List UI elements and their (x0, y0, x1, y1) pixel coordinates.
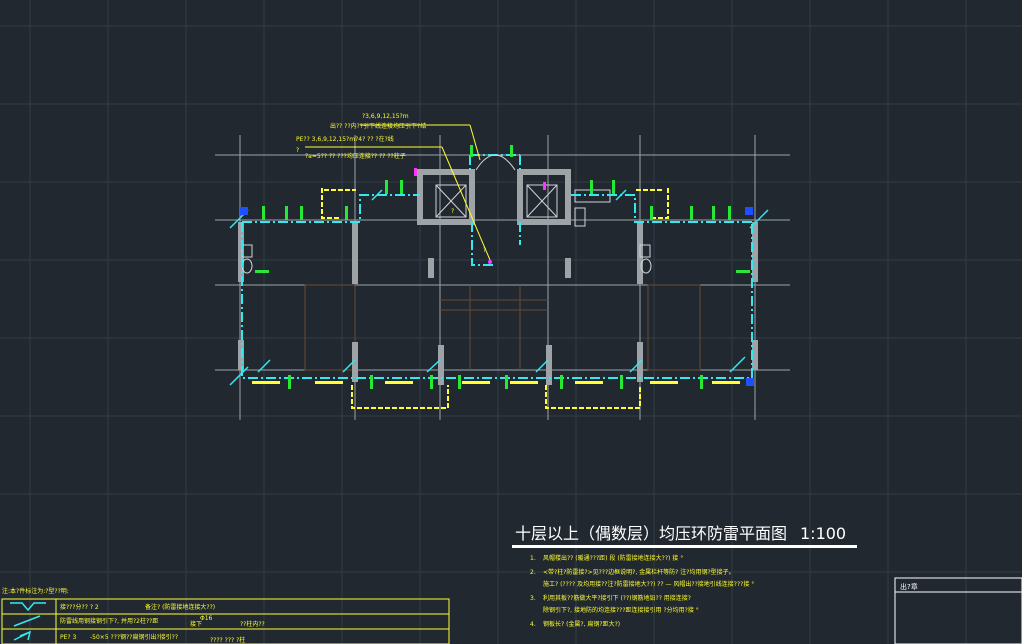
floor-plan[interactable]: ?3,6,9,12,15?m 出?? ??内??引下线连接均压引下?结 PE??… (215, 113, 790, 420)
note-1-num: 1. (530, 555, 536, 562)
note-2-text: <带?柱?防雷接?>见???边框说明?, 金属栏杆等防? 注?均用钢?型接子。 (543, 568, 735, 576)
stair-arch (475, 154, 516, 171)
legend-row-3-note: ???? ??? ?柱 (210, 636, 245, 644)
note-4-num: 4. (530, 621, 536, 628)
leader-notes: ?3,6,9,12,15?m 出?? ??内??引下线连接均压引下?结 PE??… (296, 113, 426, 160)
title-underline (512, 545, 857, 548)
legend-symbol-1 (10, 602, 46, 612)
legend-symbol-2 (13, 615, 41, 627)
drawing-title-block: 十层以上（偶数层）均压环防雷平面图 1:100 (512, 524, 857, 548)
note-3-sub: 除钢引下?, 接地防的均连接???距连接接引用 ?分均用?接 ° (543, 606, 699, 614)
legend-row-1-desc: 接???分?? ? 2 (60, 603, 99, 611)
title-block: 出?章 (894, 577, 1022, 644)
title-block-label: 出?章 (900, 582, 918, 591)
leader-note-4: ? (296, 147, 299, 154)
yellow-balconies (321, 188, 669, 409)
leader-lines (305, 124, 491, 261)
leader-note-1: ?3,6,9,12,15?m (362, 113, 409, 120)
leader-note-3: PE?? 3,6,9,12,15?m?4? ?? ?在?线 (296, 135, 394, 143)
elevator-shafts (435, 184, 558, 218)
legend-symbols (10, 602, 46, 641)
corner-markers (240, 207, 754, 386)
note-2-num: 2. (530, 569, 536, 576)
note-4-text: 钢板长? (金属?, 扁钢?距大?) (543, 620, 620, 628)
bathroom-fixtures (241, 189, 652, 274)
yellow-windows (252, 381, 740, 384)
magenta-marks (414, 168, 546, 264)
note-3-num: 3. (530, 595, 536, 602)
leader-note-2: 出?? ??内??引下线连接均压引下?结 (330, 122, 426, 130)
note-1-text: 风帽楼出?? (暖通???距) 段 (防雷接地连接大??) 接 ° (543, 554, 683, 562)
down-conductor-arrows (229, 189, 769, 386)
room-tag-2: ? (483, 247, 486, 254)
legend-header: 注:本?件标注为:?型??明: (2, 587, 69, 595)
legend-table: 注:本?件标注为:?型??明: 接???分?? ? 2 备注? (防雷接地连接大… (1, 587, 450, 644)
legend-row-1-note: 备注? (防雷接地连接大??) (145, 603, 215, 611)
leader-note-5: ?a=5?? ?? ???均压连接?? ?? ??柱子 (305, 152, 406, 160)
interior-structure (304, 284, 701, 371)
legend-row-2-extra: Φ16 (200, 615, 213, 622)
green-grounding-marks (255, 145, 750, 389)
note-2-sub: 施工? (???? 及均用接??注?防雷接地大??) ?? — 风帽出??接地引… (543, 580, 754, 588)
drawing-title: 十层以上（偶数层）均压环防雷平面图 (515, 524, 787, 543)
note-3-text: 利用其板??筋做大平?接引下 (??)钢筋地铅?? 用接连接? (543, 594, 691, 602)
drawing-scale: 1:100 (800, 524, 846, 543)
legend-row-2-note: 接下 (190, 620, 202, 628)
room-tag-1: ? (451, 208, 454, 215)
legend-row-2-desc: 防雷线用钢接钢引下?, 并用?2柱??距 (60, 617, 158, 625)
legend-row-3-desc: -50×5 ???钢??扁钢引出?接引?? (90, 633, 178, 641)
legend-row-2-extra2: ??柱内?? (240, 620, 265, 628)
equipotential-ring (241, 154, 753, 379)
legend-row-3-code: PE? 3 (60, 634, 77, 641)
design-notes: 1. 风帽楼出?? (暖通???距) 段 (防雷接地连接大??) 接 ° 2. … (530, 554, 754, 628)
